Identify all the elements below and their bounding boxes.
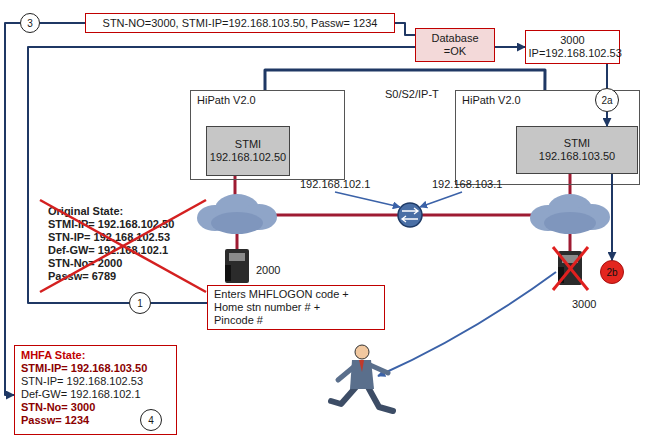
state-line: STN-IP= 192.168.102.53 — [48, 231, 170, 244]
connector — [151, 302, 207, 304]
instruction-box: Enters MHFLOGON code + Home stn number #… — [207, 285, 385, 330]
state-line: Passw= 6789 — [48, 270, 116, 283]
node-text: 2b — [606, 266, 617, 279]
person-body — [350, 360, 374, 389]
node-text: Def-GW= 192.168.102.1 — [21, 388, 170, 401]
person-head — [355, 345, 369, 359]
lan-cloud — [211, 212, 263, 234]
connector — [495, 46, 525, 48]
person-arm — [370, 365, 388, 373]
node-text: HiPath V2.0 — [197, 94, 338, 107]
connector — [40, 22, 85, 24]
node-text: 3 — [27, 17, 33, 30]
move-arrow — [378, 272, 556, 376]
step-circle: 2a — [595, 88, 619, 112]
router-symbol — [398, 203, 422, 227]
person-leg — [331, 387, 356, 404]
person-leg — [368, 387, 393, 411]
ip-label: 192.168.103.1 — [432, 178, 502, 191]
phone-display — [229, 253, 245, 261]
connector-label: S0/S2/IP-T — [385, 88, 439, 101]
station-box: 3000 IP=192.168.102.53 — [525, 30, 620, 64]
connector — [395, 23, 415, 35]
phone-display — [562, 255, 578, 263]
connector — [265, 70, 545, 90]
node-text: STN-NO=3000, STMI-IP=192.168.103.50, Pas… — [103, 17, 378, 30]
connector — [28, 47, 415, 303]
node-text: 3000 IP=192.168.102.53 — [529, 34, 617, 60]
phone-handset — [558, 267, 564, 283]
node-text: Database =OK — [427, 32, 483, 58]
database-box: Database =OK — [415, 28, 495, 62]
extension-label: 2000 — [256, 264, 280, 277]
node-text: STMI 192.168.103.50 — [532, 137, 622, 163]
phone-symbol — [558, 251, 582, 285]
lan-cloud — [544, 212, 596, 234]
phone-symbol — [225, 249, 249, 283]
node-text: MHFA State: — [21, 349, 170, 362]
node-text: STN-IP= 192.168.102.53 — [21, 375, 170, 388]
state-line: STMI-IP= 192.168.102.50 — [48, 218, 174, 231]
node-text: STMI 192.168.102.50 — [207, 138, 289, 164]
stmi-card: STMI 192.168.103.50 — [516, 126, 638, 174]
step-circle: 3 — [20, 13, 40, 33]
cross-out — [40, 200, 206, 292]
connector — [606, 112, 608, 126]
state-line: STN-No= 2000 — [48, 257, 122, 270]
pbx-box: HiPath V2.0STMI 192.168.102.50 — [190, 90, 345, 180]
leader-arrow — [335, 192, 400, 207]
state-box: MHFA State:STMI-IP= 192.168.103.50STN-IP… — [14, 345, 177, 435]
connector — [5, 23, 20, 395]
cross-out — [553, 247, 588, 290]
leader-arrow — [420, 192, 462, 207]
node-text: Enters MHFLOGON code + Home stn number #… — [214, 288, 354, 327]
connector — [606, 64, 608, 88]
ip-label: 192.168.102.1 — [300, 178, 370, 191]
network-link — [259, 214, 398, 217]
cross-out — [40, 200, 206, 292]
person-tie — [359, 360, 364, 372]
node-text: 1 — [137, 297, 143, 310]
step-circle: 4 — [140, 409, 162, 431]
node-text: 4 — [148, 414, 154, 427]
state-line: Def-GW= 192.168.102.1 — [48, 244, 168, 257]
stmi-card: STMI 192.168.102.50 — [206, 126, 290, 176]
node-text: STMI-IP= 192.168.103.50 — [21, 362, 170, 375]
message-box: STN-NO=3000, STMI-IP=192.168.103.50, Pas… — [85, 13, 395, 33]
phone-handset — [225, 265, 231, 281]
cross-out — [553, 247, 588, 290]
network-link — [422, 214, 543, 217]
step-circle: 2b — [600, 260, 624, 284]
step-circle: 1 — [129, 292, 151, 314]
connector — [611, 174, 613, 260]
node-text: 2a — [601, 94, 612, 107]
extension-label: 3000 — [572, 298, 596, 311]
router-arrows — [402, 208, 418, 222]
state-heading: Original State: — [48, 205, 123, 218]
